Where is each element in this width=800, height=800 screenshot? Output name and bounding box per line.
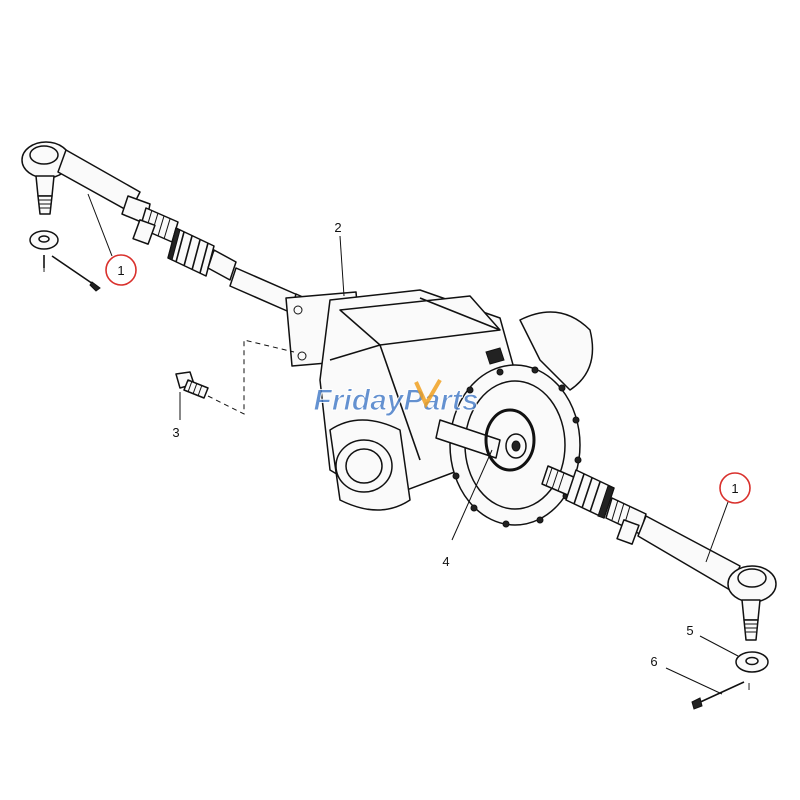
small-mark-label: I: [43, 264, 46, 275]
watermark-text: FridayParts: [313, 384, 478, 417]
right-washer: [735, 651, 769, 673]
left-washer: [29, 230, 59, 250]
callout-1-left: 1: [105, 254, 137, 286]
callout-5: 5: [686, 623, 693, 638]
callout-label: 4: [442, 554, 449, 569]
left-boot: [167, 227, 237, 281]
callout-3: 3: [172, 425, 179, 440]
left-cotter-pin: [43, 255, 101, 292]
left-tie-rod-end: [21, 141, 179, 245]
callout-4: 4: [442, 554, 449, 569]
callout-2: 2: [334, 220, 341, 235]
small-mark-label: I: [748, 682, 751, 693]
o-ring-seal: [484, 408, 536, 472]
watermark-logo: FridayParts: [313, 378, 479, 418]
callout-label: 5: [686, 623, 693, 638]
callout-label: 3: [172, 425, 179, 440]
mounting-bolt: [175, 339, 295, 415]
right-tie-rod-end: [605, 497, 777, 641]
callout-label: 2: [334, 220, 341, 235]
right-cotter-pin: [691, 681, 745, 710]
small-mark-left: I: [43, 264, 46, 275]
right-boot: [565, 469, 615, 519]
callout-label: 1: [731, 481, 738, 496]
callout-label: 6: [650, 654, 657, 669]
leader-lines: [87, 193, 739, 695]
small-mark-right: I: [748, 682, 751, 693]
right-inner-rod: [541, 465, 577, 497]
callout-1-right: 1: [719, 472, 751, 504]
callout-6: 6: [650, 654, 657, 669]
callout-label: 1: [117, 263, 124, 278]
